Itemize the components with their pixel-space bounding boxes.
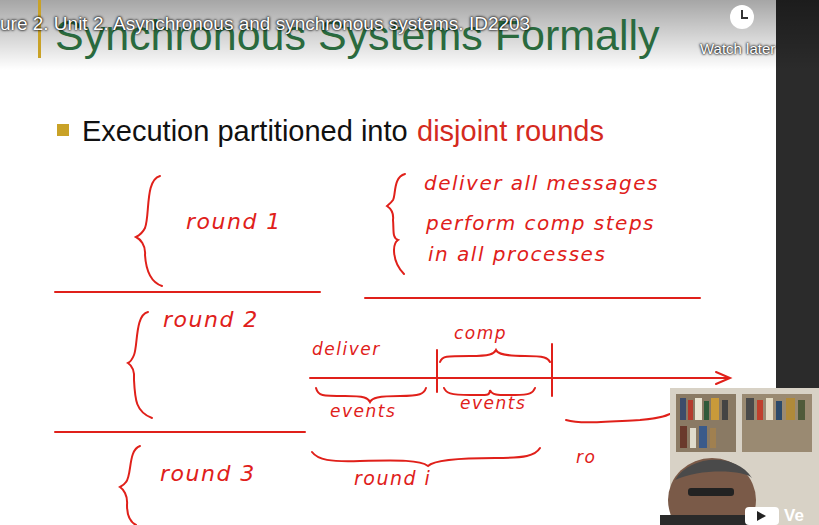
round-i-brace — [312, 448, 540, 466]
round-separator — [55, 291, 320, 293]
arrow-head — [716, 372, 730, 384]
round-label: round 1 — [186, 210, 282, 234]
bullet-text: Execution partitioned into — [82, 116, 408, 148]
handwritten-note: in all processes — [428, 243, 606, 265]
next-round-brace — [566, 410, 676, 422]
phase-label: comp — [454, 324, 507, 343]
brace-over-comp — [440, 350, 550, 362]
bullet-square — [57, 124, 69, 136]
watch-later-label: Watch later — [700, 41, 775, 58]
curly-brace — [120, 446, 140, 525]
handwritten-strokes — [55, 174, 730, 525]
video-title: ure 2. Unit 2. Asynchronous and synchron… — [0, 14, 530, 35]
round-label: round 3 — [160, 462, 256, 486]
round-label: round i — [354, 468, 431, 489]
curly-brace — [387, 174, 405, 274]
video-top-shade — [0, 0, 819, 70]
video-logo-play — [757, 511, 766, 521]
brace-under-deliver — [316, 388, 426, 402]
round-separator — [365, 297, 700, 299]
webcam-picture — [660, 388, 819, 525]
phase-label: deliver — [312, 340, 381, 359]
round-label: round 2 — [163, 308, 259, 332]
tick-mark — [551, 344, 553, 396]
round-separator — [55, 431, 305, 433]
video-logo — [745, 507, 779, 525]
clock-icon — [730, 5, 754, 29]
curly-brace — [128, 312, 152, 418]
phase-label: events — [330, 402, 396, 421]
phase-label: events — [460, 394, 526, 413]
handwritten-note: ro — [576, 448, 596, 467]
video-logo-text: Ve — [784, 507, 804, 525]
clock-hands — [742, 10, 748, 18]
handwritten-note: deliver all messages — [424, 172, 659, 194]
bullet-highlight: disjoint rounds — [417, 116, 604, 148]
handwritten-note: perform comp steps — [426, 212, 655, 234]
tick-mark — [436, 350, 438, 392]
time-axis — [310, 377, 728, 379]
curly-brace — [136, 176, 162, 286]
